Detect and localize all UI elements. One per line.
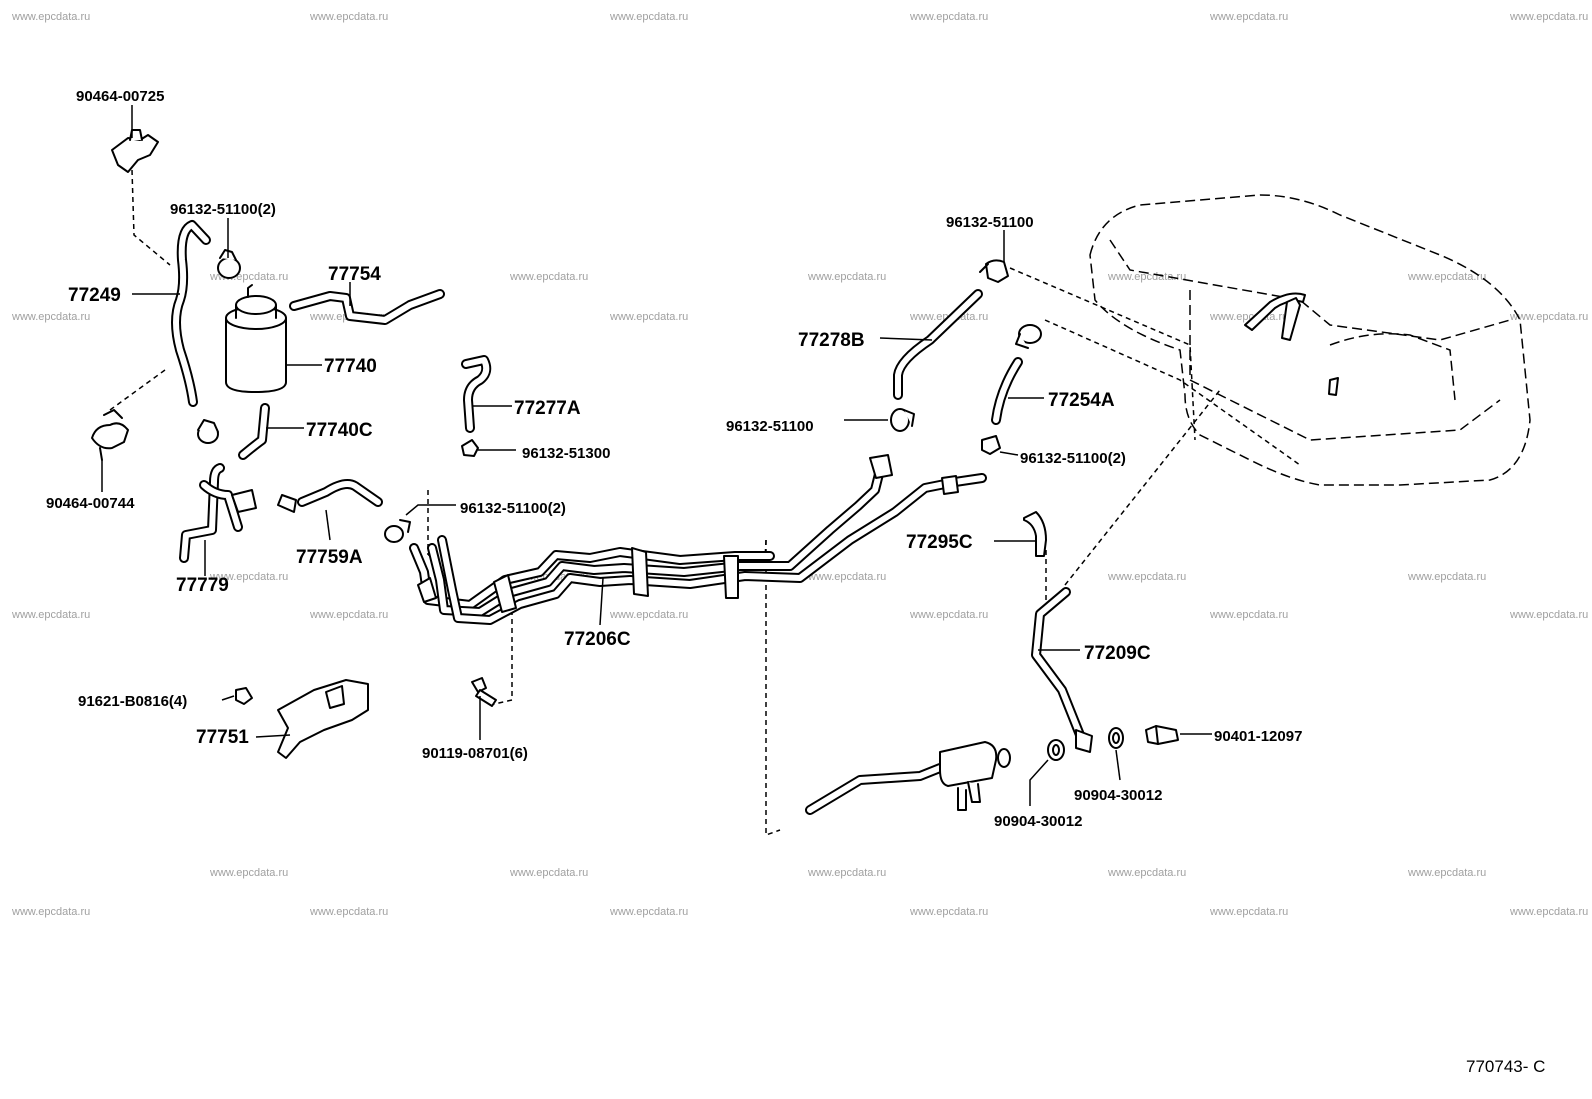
label-77779[interactable]: 77779 — [176, 575, 229, 596]
part-77278b-hose[interactable] — [893, 289, 983, 400]
part-77754-pipe[interactable] — [289, 289, 445, 325]
watermark: www.epcdata.ru — [209, 571, 288, 583]
watermark: www.epcdata.ru — [1509, 11, 1588, 23]
part-77759a-hose[interactable] — [277, 479, 383, 513]
watermark: www.epcdata.ru — [807, 571, 886, 583]
watermark-layer: www.epcdata.ru www.epcdata.ru www.epcdat… — [11, 11, 1588, 918]
part-77295c-bracket[interactable] — [1023, 511, 1047, 557]
watermark: www.epcdata.ru — [609, 609, 688, 621]
label-96132-51100-2-a[interactable]: 96132-51100(2) — [170, 201, 276, 218]
watermark: www.epcdata.ru — [209, 867, 288, 879]
leader-lines — [101, 105, 1212, 806]
watermark: www.epcdata.ru — [1107, 867, 1186, 879]
part-77249-hose[interactable] — [171, 220, 211, 407]
label-90904-30012-b[interactable]: 90904-30012 — [994, 813, 1082, 830]
label-77278b[interactable]: 77278B — [798, 330, 865, 351]
part-77254a-hose[interactable] — [991, 324, 1042, 425]
label-77751[interactable]: 77751 — [196, 727, 249, 748]
part-96132-51100-clamp-top[interactable] — [979, 259, 1009, 283]
label-77209c[interactable]: 77209C — [1084, 643, 1151, 664]
watermark: www.epcdata.ru — [1209, 609, 1288, 621]
watermark: www.epcdata.ru — [11, 11, 90, 23]
part-91621-b0816-bolt[interactable] — [235, 687, 253, 705]
watermark: www.epcdata.ru — [11, 311, 90, 323]
part-77740-canister[interactable] — [225, 284, 287, 393]
part-77740c-hose[interactable] — [238, 403, 270, 460]
watermark: www.epcdata.ru — [609, 311, 688, 323]
part-96132-51300-clamp[interactable] — [461, 439, 479, 457]
label-96132-51100-top[interactable]: 96132-51100 — [946, 214, 1034, 231]
label-90401-12097[interactable]: 90401-12097 — [1214, 728, 1302, 745]
watermark: www.epcdata.ru — [909, 609, 988, 621]
part-96132-51100-clamp-c[interactable] — [981, 435, 1001, 455]
watermark: www.epcdata.ru — [807, 867, 886, 879]
label-90119-08701-6[interactable]: 90119-08701(6) — [422, 745, 528, 762]
watermark: www.epcdata.ru — [1209, 11, 1288, 23]
label-77206c[interactable]: 77206C — [564, 629, 631, 650]
part-96132-51100-clamp-a[interactable] — [217, 249, 241, 279]
watermark: www.epcdata.ru — [309, 609, 388, 621]
watermark: www.epcdata.ru — [1509, 311, 1588, 323]
watermark: www.epcdata.ru — [1407, 271, 1486, 283]
watermark: www.epcdata.ru — [909, 11, 988, 23]
watermark: www.epcdata.ru — [1107, 271, 1186, 283]
label-96132-51100-2-b[interactable]: 96132-51100(2) — [460, 500, 566, 517]
label-77740c[interactable]: 77740C — [306, 420, 373, 441]
part-96132-51100-clamp-b[interactable] — [384, 519, 411, 543]
part-90401-12097-union-bolt[interactable] — [1145, 725, 1179, 745]
part-90904-30012-gasket-a[interactable] — [1108, 727, 1124, 749]
label-77249[interactable]: 77249 — [68, 285, 121, 306]
watermark: www.epcdata.ru — [309, 906, 388, 918]
part-96132-51100-clamp-mid[interactable] — [890, 408, 915, 432]
label-77295c[interactable]: 77295C — [906, 532, 973, 553]
part-77779-bracket-pipe[interactable] — [179, 463, 257, 563]
watermark: www.epcdata.ru — [1509, 609, 1588, 621]
watermark: www.epcdata.ru — [609, 906, 688, 918]
part-clamp-small[interactable] — [197, 419, 219, 444]
part-77277a-hose[interactable] — [461, 355, 492, 433]
part-77206c-pipe-assembly[interactable] — [409, 454, 987, 625]
label-77759a[interactable]: 77759A — [296, 547, 363, 568]
label-90464-00744[interactable]: 90464-00744 — [46, 495, 135, 512]
watermark: www.epcdata.ru — [1407, 867, 1486, 879]
watermark: www.epcdata.ru — [1509, 906, 1588, 918]
watermark: www.epcdata.ru — [1107, 571, 1186, 583]
label-90904-30012-a[interactable]: 90904-30012 — [1074, 787, 1162, 804]
part-90119-08701-bolt[interactable] — [471, 677, 497, 707]
label-77740[interactable]: 77740 — [324, 356, 377, 377]
watermark: www.epcdata.ru — [909, 906, 988, 918]
label-77754[interactable]: 77754 — [328, 264, 381, 285]
watermark: www.epcdata.ru — [509, 867, 588, 879]
assembly-lines — [109, 169, 1301, 837]
label-77277a[interactable]: 77277A — [514, 398, 581, 419]
watermark: www.epcdata.ru — [807, 271, 886, 283]
part-fuel-filter-assembly[interactable] — [805, 741, 1011, 815]
part-77209c-pipe[interactable] — [1031, 587, 1093, 753]
label-91621-b0816-4[interactable]: 91621-B0816(4) — [78, 693, 187, 710]
fuel-tank — [1089, 194, 1531, 486]
label-96132-51100-2-c[interactable]: 96132-51100(2) — [1020, 450, 1126, 467]
watermark: www.epcdata.ru — [309, 11, 388, 23]
watermark: www.epcdata.ru — [509, 271, 588, 283]
watermark: www.epcdata.ru — [11, 906, 90, 918]
label-90464-00725[interactable]: 90464-00725 — [76, 88, 164, 105]
label-96132-51300[interactable]: 96132-51300 — [522, 445, 610, 462]
label-96132-51100-mid[interactable]: 96132-51100 — [726, 418, 814, 435]
part-90464-00725-clip[interactable] — [111, 129, 159, 173]
watermark: www.epcdata.ru — [1209, 906, 1288, 918]
watermark: www.epcdata.ru — [609, 11, 688, 23]
figure-reference-code: 770743- C — [1466, 1057, 1545, 1076]
watermark: www.epcdata.ru — [11, 609, 90, 621]
part-labels: 90464-00725 96132-51100(2) 77249 77754 7… — [46, 88, 1302, 830]
label-77254a[interactable]: 77254A — [1048, 390, 1115, 411]
part-77751-bracket[interactable] — [277, 679, 369, 759]
part-90464-00744-clip[interactable] — [91, 409, 129, 461]
watermark: www.epcdata.ru — [1407, 571, 1486, 583]
part-90904-30012-gasket-b[interactable] — [1047, 739, 1065, 761]
